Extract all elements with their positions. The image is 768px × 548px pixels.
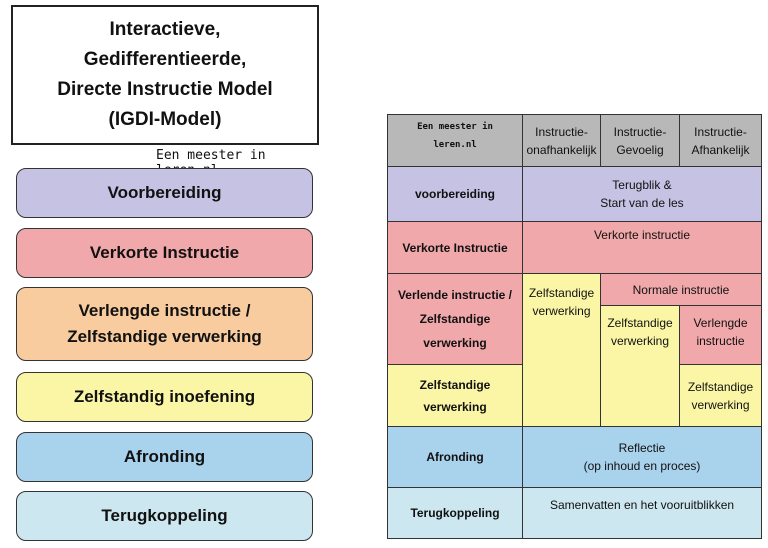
credit-text: Een meester in leren.nl xyxy=(156,148,266,178)
row-content-voorbereiding: Terugblik & Start van de les xyxy=(522,166,762,222)
table-brand: Een meester in leren.nl xyxy=(387,114,523,167)
column-header-gevoelig: Instructie- Gevoelig xyxy=(600,114,680,167)
column-header-onafhankelijk: Instructie- onafhankelijk xyxy=(522,114,601,167)
row-label-verlende-instructie: Verlende instructie / Zelfstandige verwe… xyxy=(387,273,523,365)
row-label-afronding: Afronding xyxy=(387,426,523,488)
cell-zelfstandige-afhankelijk: Zelfstandige verwerking xyxy=(679,364,762,427)
cell-zelfstandige-onafhankelijk: Zelfstandige verwerking xyxy=(522,273,601,427)
cell-verlengde-instructie: Verlengde instructie xyxy=(679,305,762,365)
row-label-zelfstandige-verwerking: Zelfstandige verwerking xyxy=(387,364,523,427)
cell-zelfstandige-gevoelig: Zelfstandige verwerking xyxy=(600,305,680,427)
column-header-afhankelijk: Instructie- Afhankelijk xyxy=(679,114,762,167)
cell-normale-instructie: Normale instructie xyxy=(600,273,762,306)
phase-terugkoppeling: Terugkoppeling xyxy=(16,491,313,541)
phase-afronding: Afronding xyxy=(16,432,313,482)
row-content-terugkoppeling: Samenvatten en het vooruitblikken xyxy=(522,487,762,539)
phase-zelfstandig-inoefening: Zelfstandig inoefening xyxy=(16,372,313,422)
phase-verkorte-instructie: Verkorte Instructie xyxy=(16,228,313,278)
row-label-terugkoppeling: Terugkoppeling xyxy=(387,487,523,539)
row-content-afronding: Reflectie (op inhoud en proces) xyxy=(522,426,762,488)
row-content-verkorte-instructie: Verkorte instructie xyxy=(522,221,762,274)
row-label-voorbereiding: voorbereiding xyxy=(387,166,523,222)
model-title: Interactieve, Gedifferentieerde, Directe… xyxy=(11,5,319,145)
phase-verlengde-instructie: Verlengde instructie / Zelfstandige verw… xyxy=(16,287,313,361)
phase-voorbereiding: Voorbereiding xyxy=(16,168,313,218)
row-label-verkorte-instructie: Verkorte Instructie xyxy=(387,221,523,274)
